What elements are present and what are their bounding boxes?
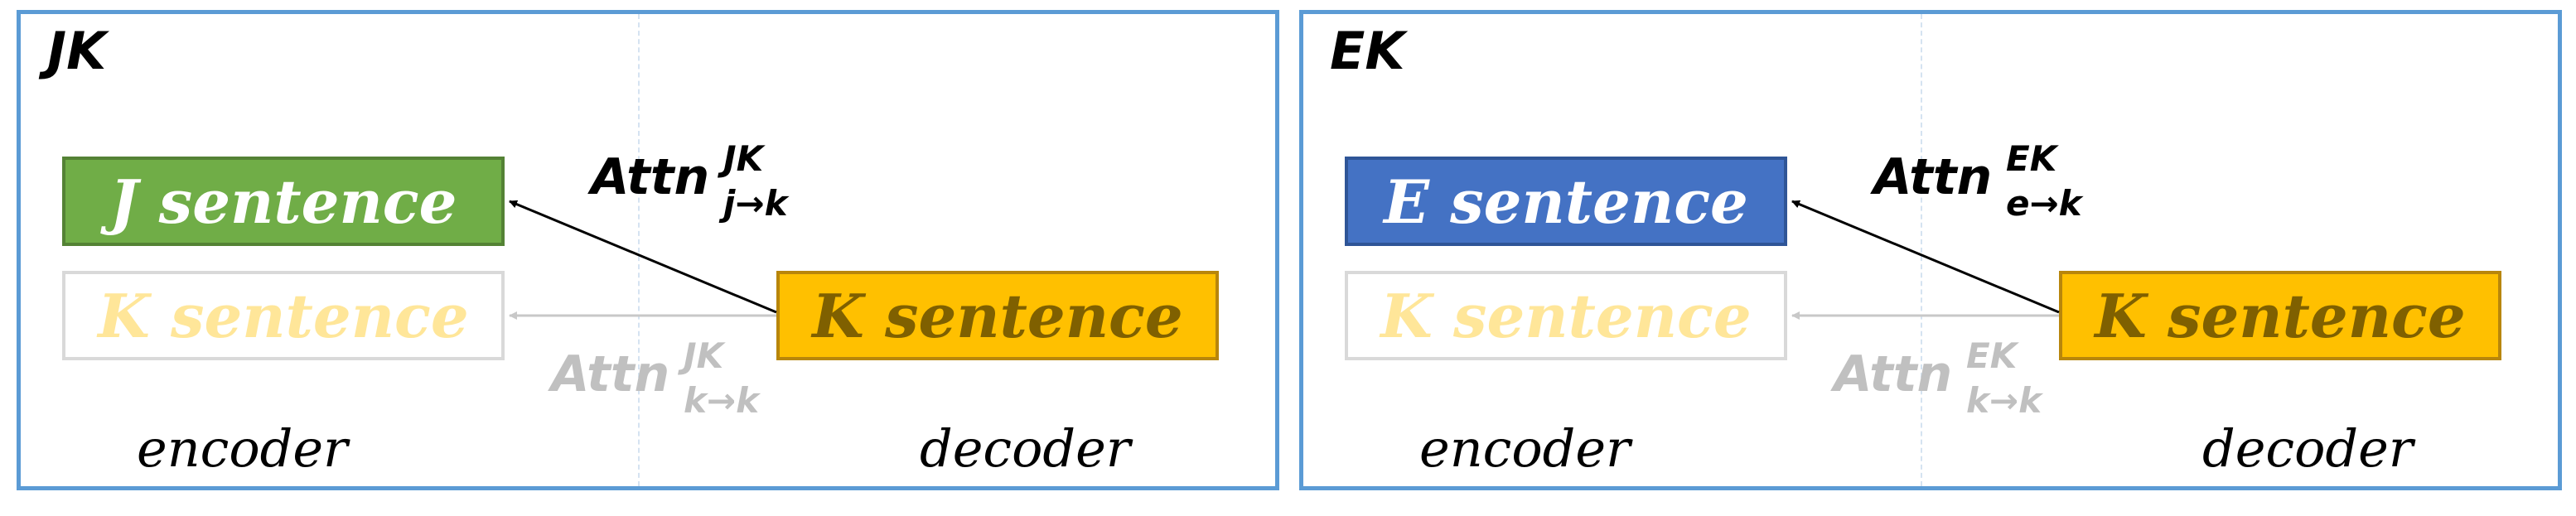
panel-ek: EK E sentence K sentence K sentence Attn… bbox=[1299, 10, 2562, 490]
center-divider bbox=[1921, 14, 1922, 486]
decoder-sentence-box: K sentence bbox=[2059, 271, 2501, 360]
faded-target-sentence-box: K sentence bbox=[1345, 271, 1787, 360]
faded-target-sentence-box: K sentence bbox=[62, 271, 505, 360]
attention-arrows bbox=[509, 200, 777, 320]
source-sentence-label: E sentence bbox=[1384, 166, 1748, 237]
center-divider bbox=[638, 14, 640, 486]
decoder-sentence-box: K sentence bbox=[776, 271, 1219, 360]
attention-label-main: Attn EK e→k bbox=[1873, 138, 2082, 224]
faded-sentence-label: K sentence bbox=[98, 280, 469, 351]
panel-title: EK bbox=[1330, 21, 1405, 81]
main-attention-arrow bbox=[1791, 200, 2060, 314]
encoder-label: encoder bbox=[1419, 418, 1631, 479]
faded-sentence-label: K sentence bbox=[1380, 280, 1752, 351]
attention-arrows bbox=[1791, 200, 2060, 320]
source-sentence-label: J sentence bbox=[109, 166, 457, 237]
attention-label-main: Attn JK j→k bbox=[591, 138, 788, 224]
panel-jk: JK J sentence K sentence K sentence Attn… bbox=[17, 10, 1279, 490]
encoder-label: encoder bbox=[137, 418, 348, 479]
decoder-label: decoder bbox=[2202, 418, 2414, 479]
panel-title: JK bbox=[47, 21, 107, 81]
attention-label-faded: Attn JK k→k bbox=[551, 335, 760, 421]
source-sentence-box: J sentence bbox=[62, 157, 505, 246]
attention-label-faded: Attn EK k→k bbox=[1834, 335, 2042, 421]
decoder-sentence-label: K sentence bbox=[2095, 280, 2466, 351]
main-attention-arrow bbox=[509, 200, 777, 314]
decoder-label: decoder bbox=[920, 418, 1131, 479]
source-sentence-box: E sentence bbox=[1345, 157, 1787, 246]
decoder-sentence-label: K sentence bbox=[812, 280, 1183, 351]
